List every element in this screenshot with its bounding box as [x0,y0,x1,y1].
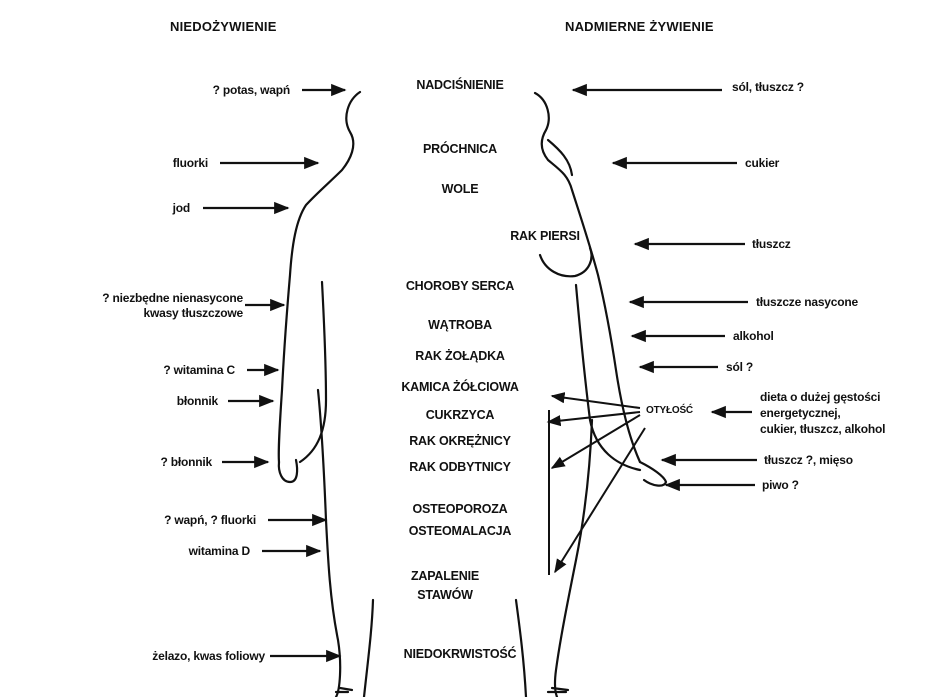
right-breast [540,248,591,276]
body-left-lower [318,390,340,697]
disease-label: PRÓCHNICA [370,142,550,156]
left-factor-label: błonnik [177,394,218,408]
disease-label: RAK ŻOŁĄDKA [370,349,550,363]
right-factor-label: alkohol [733,329,774,343]
disease-label: KAMICA ŻÓŁCIOWA [370,380,550,394]
disease-label: NIEDOKRWISTOŚĆ [370,647,550,661]
header-overnutrition: NADMIERNE ŻYWIENIE [565,20,714,34]
right-factor-label: sól, tłuszcz ? [732,80,804,94]
left-factor-label: ? wapń, ? fluorki [164,513,256,527]
disease-label: RAK PIERSI [470,229,620,243]
left-factor-label: kwasy tłuszczowe [143,306,243,320]
disease-label: RAK OKRĘŻNICY [370,434,550,448]
disease-label: OSTEOPOROZA [370,502,550,516]
right-factor-label: cukier [745,156,779,170]
disease-label: ZAPALENIE [370,569,520,583]
right-factor-label: tłuszcze nasycone [756,295,858,309]
right-factor-label: sól ? [726,360,753,374]
right-factor-label: cukier, tłuszcz, alkohol [760,422,885,436]
right-factor-label: tłuszcz ?, mięso [764,453,853,467]
left-factor-label: ? niezbędne nienasycone [102,291,243,305]
right-factor-label: dieta o dużej gęstości [760,390,880,404]
left-factor-label: fluorki [173,156,208,170]
right-hand [640,462,666,486]
right-factor-label: tłuszcz [752,237,791,251]
left-factor-label: witamina D [189,544,250,558]
disease-label: CUKRZYCA [370,408,550,422]
body-right-lower [555,420,592,697]
disease-label: WOLE [370,182,550,196]
right-factor-label: energetycznej, [760,406,841,420]
obesity-arrows [548,396,645,572]
left-factor-label: jod [173,201,190,215]
disease-label: OSTEOMALACJA [370,524,550,538]
disease-label: WĄTROBA [370,318,550,332]
left-factor-label: żelazo, kwas foliowy [152,649,265,663]
right-factor-label: piwo ? [762,478,799,492]
disease-label: NADCIŚNIENIE [370,78,550,92]
left-factor-label: ? witamina C [163,363,235,377]
left-hand [279,460,297,482]
disease-label: STAWÓW [370,588,520,602]
right-arm-inner [576,285,640,470]
left-factor-label: ? błonnik [160,455,212,469]
header-undernutrition: NIEDOŻYWIENIE [170,20,277,34]
disease-label: CHOROBY SERCA [370,279,550,293]
obesity-label: OTYŁOŚĆ [646,404,693,418]
disease-label: RAK ODBYTNICY [370,460,550,474]
left-factor-label: ? potas, wapń [213,83,290,97]
